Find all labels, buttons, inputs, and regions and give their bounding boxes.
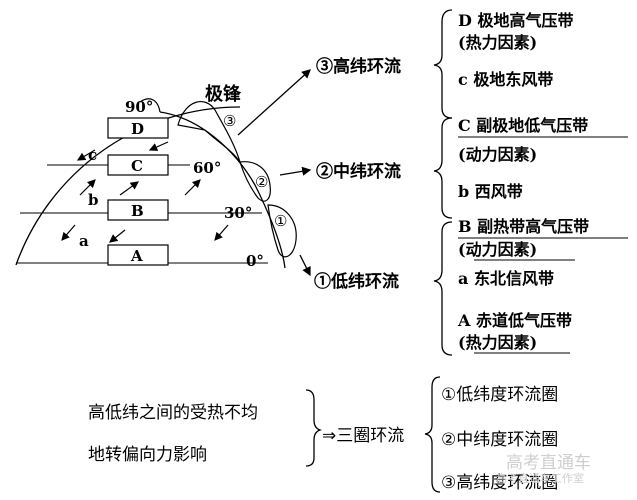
high-item-2: (热力因素): [458, 33, 538, 52]
watermark-title: 高考直通车: [506, 453, 591, 473]
cause-coriolis: 地转偏向力影响: [88, 445, 207, 465]
circulation-name-high: ③高纬环流: [316, 57, 401, 77]
mid-item-1: C 副极地低气压带: [458, 116, 589, 135]
mid-item-2: (动力因素): [458, 145, 538, 164]
earth-outline: [15, 106, 241, 266]
result-three-cells: ⇒三圈环流: [322, 426, 405, 446]
belt-box-A: [107, 244, 169, 266]
belt-D-label: D: [131, 120, 144, 138]
lat-0-label: 0°: [246, 252, 264, 270]
low-item-1: B 副热带高气压带: [458, 217, 590, 236]
lat-30-label: 30°: [224, 204, 252, 222]
right-underlines: [458, 136, 628, 354]
belt-C-label: C: [131, 157, 143, 175]
lat-90-label: 90°: [125, 98, 153, 116]
cell-low-latitude: ①低纬度环流圈: [441, 385, 559, 405]
belt-A-label: A: [130, 247, 143, 265]
belt-box-C: [107, 154, 169, 176]
belt-box-D: [107, 117, 169, 139]
low-item-4: A 赤道低气压带: [458, 311, 572, 330]
wind-a-label: a: [79, 232, 89, 250]
circulation-name-low: ①低纬环流: [314, 272, 399, 292]
cell-2-marker: ②: [255, 173, 268, 191]
cause-uneven-heating: 高低纬之间的受热不均: [88, 403, 258, 423]
cell-high-latitude: ③高纬度环流圈: [441, 473, 559, 493]
circulation-loops: [139, 98, 297, 258]
bottom-braces: [305, 376, 441, 493]
cell-1-marker: ①: [274, 212, 287, 230]
cell-mid-latitude: ②中纬度环流圈: [441, 430, 559, 450]
circulation-name-mid: ②中纬环流: [316, 162, 401, 182]
wind-c-label: c: [88, 146, 97, 164]
high-item-1: D 极地高气压带: [458, 11, 574, 30]
belt-B-label: B: [131, 202, 144, 220]
low-item-2: (动力因素): [458, 240, 538, 259]
mid-item-3: b 西风带: [458, 182, 523, 201]
cell-3-marker: ③: [223, 112, 236, 130]
lat-60-label: 60°: [193, 159, 221, 177]
right-braces: [433, 9, 453, 356]
watermark-subtitle: 高考直通车工作室: [496, 472, 584, 485]
earth-surface-arc: [159, 111, 286, 269]
belt-box-B: [107, 199, 169, 221]
pointer-arrows: [237, 69, 312, 277]
wind-arrows: [61, 141, 229, 243]
low-item-5: (热力因素): [458, 333, 538, 352]
low-item-3: a 东北信风带: [458, 269, 554, 288]
wind-b-label: b: [88, 191, 99, 209]
high-item-3: c 极地东风带: [458, 70, 554, 89]
polar-front-label: 极锋: [205, 83, 242, 105]
